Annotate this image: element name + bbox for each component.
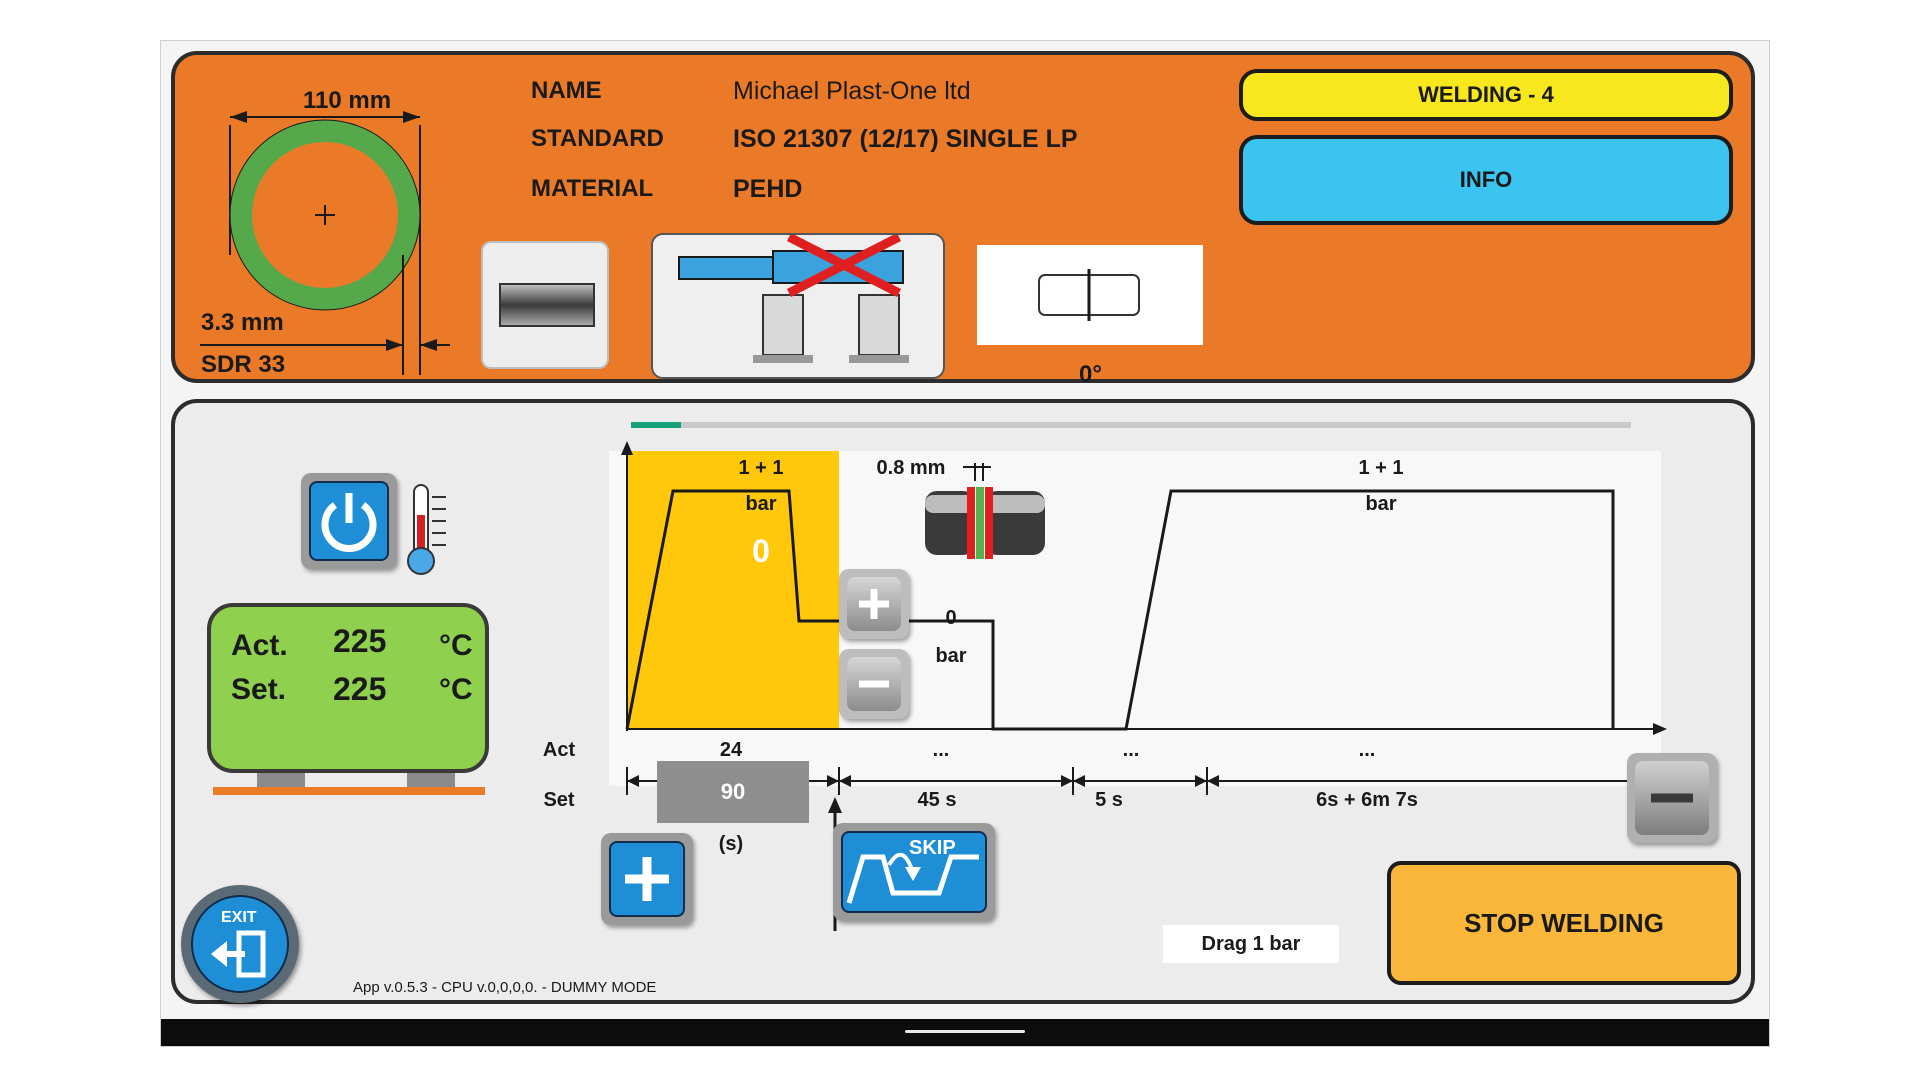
material-label: MATERIAL	[531, 175, 654, 202]
info-button[interactable]: INFO	[1239, 135, 1733, 225]
home-handle[interactable]	[905, 1030, 1025, 1033]
act-temp-value: 225	[333, 623, 387, 659]
phase4-pressure: 1 + 1	[1358, 457, 1404, 479]
job-info-panel: 110 mm 3.3 mm SDR 33 NAME Michael Plast-…	[171, 51, 1755, 388]
skip-phase-button[interactable]: SKIP	[833, 823, 995, 921]
plus-icon	[859, 589, 889, 619]
pressure-decrease-button[interactable]	[839, 649, 909, 719]
heater-stand	[217, 773, 477, 787]
heater-power-button[interactable]	[301, 473, 397, 569]
skip-icon	[846, 852, 979, 904]
phase1-unit: bar	[745, 493, 777, 515]
time-increase-button[interactable]	[601, 833, 693, 925]
time-unit: (s)	[718, 833, 744, 855]
phase2-act-time: ...	[932, 739, 950, 761]
pipe-diagram	[200, 111, 450, 375]
plus-icon	[625, 857, 669, 901]
act-temp-label: Act.	[231, 629, 288, 662]
process-progress-bar	[631, 422, 1631, 428]
phase4-act-time: ...	[1358, 739, 1376, 761]
heater-plate-thumbnail[interactable]	[481, 241, 609, 369]
joint-angle: 0°	[1079, 361, 1102, 388]
set-temp-unit: °C	[439, 673, 473, 706]
time-decrease-button[interactable]	[1627, 753, 1717, 843]
act-row-label: Act	[542, 739, 576, 761]
standard-label: STANDARD	[531, 125, 664, 152]
standard-value: ISO 21307 (12/17) SINGLE LP	[733, 125, 1078, 153]
set-temp-label: Set.	[231, 673, 287, 706]
machine-thumbnail[interactable]	[651, 233, 945, 379]
phase4-unit: bar	[1365, 493, 1397, 515]
phase1-pressure: 1 + 1	[738, 457, 784, 479]
pipe-wall-thickness: 3.3 mm	[201, 309, 284, 336]
pipe-diameter: 110 mm	[303, 87, 392, 114]
set-temp-value: 225	[333, 671, 387, 707]
exit-icon	[211, 930, 266, 978]
set-row-label: Set	[543, 789, 575, 811]
phase2-pressure: 0	[945, 607, 957, 629]
exit-label: EXIT	[221, 909, 257, 926]
phase2-set-time: 45 s	[917, 789, 957, 811]
skip-label: SKIP	[909, 837, 956, 859]
phase1-live-pressure: 0	[752, 533, 770, 569]
joint-view	[977, 245, 1203, 345]
phase1-act-time: 24	[719, 739, 743, 761]
exit-button[interactable]: EXIT	[181, 885, 299, 1003]
active-phase-highlight	[627, 451, 839, 729]
process-progress-fill	[631, 422, 681, 428]
bead-gap: 0.8 mm	[876, 457, 946, 479]
stop-welding-button[interactable]: STOP WELDING	[1387, 861, 1741, 985]
thermometer-icon	[407, 484, 446, 575]
welding-screen: 110 mm 3.3 mm SDR 33 NAME Michael Plast-…	[160, 40, 1770, 1047]
phase2-unit: bar	[935, 645, 967, 667]
drag-pressure-label: Drag 1 bar	[1163, 925, 1339, 963]
phase4-set-time: 6s + 6m 7s	[1316, 789, 1418, 811]
act-temp-unit: °C	[439, 629, 473, 662]
phase1-set-time-input[interactable]: 90	[657, 761, 809, 823]
name-value: Michael Plast-One ltd	[733, 77, 971, 105]
pressure-curve	[621, 441, 1667, 735]
bead-pipes-icon	[925, 463, 1045, 559]
power-icon	[321, 493, 377, 552]
machine-clamp-icon	[678, 235, 909, 363]
name-label: NAME	[531, 77, 602, 104]
heater-temperature-display: Act. 225 °C Set. 225 °C	[207, 603, 489, 773]
phase3-set-time: 5 s	[1095, 789, 1123, 811]
heater-plate-icon	[499, 283, 595, 327]
app-version-footer: App v.0.5.3 - CPU v.0,0,0,0. - DUMMY MOD…	[353, 979, 657, 996]
material-value: PEHD	[733, 175, 803, 203]
heater-base	[213, 787, 485, 795]
welding-status-badge: WELDING - 4	[1239, 69, 1733, 121]
minus-icon	[1651, 793, 1693, 803]
minus-icon	[859, 680, 889, 688]
phase3-act-time: ...	[1122, 739, 1140, 761]
pipe-sdr: SDR 33	[201, 351, 286, 378]
system-navigation-bar	[161, 1019, 1769, 1046]
pressure-increase-button[interactable]	[839, 569, 909, 639]
pipe-joint-icon	[1038, 269, 1140, 321]
